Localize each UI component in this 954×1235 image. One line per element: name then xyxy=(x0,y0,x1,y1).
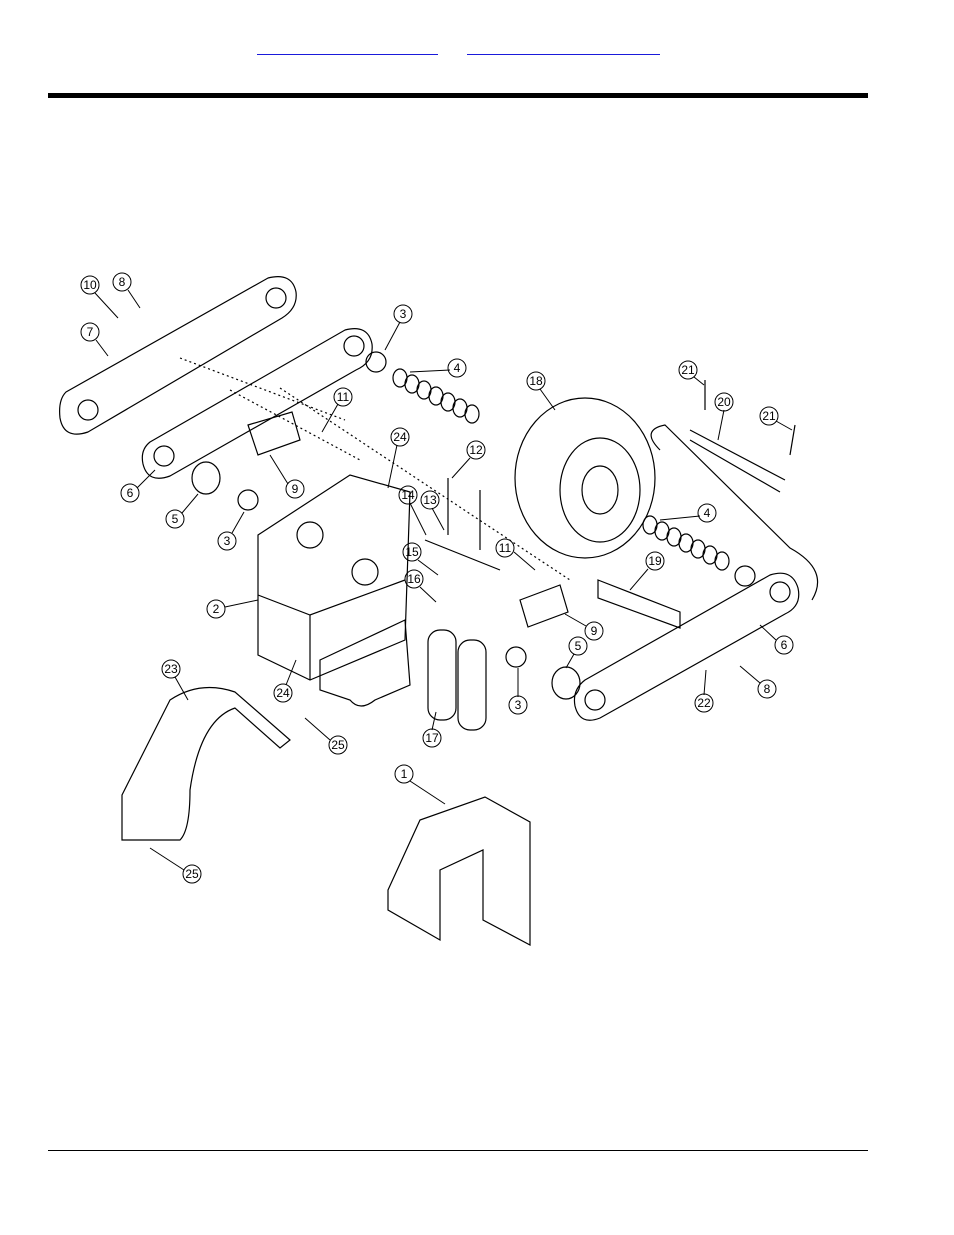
washer-stack-upper xyxy=(392,368,480,424)
callout-label: 2 xyxy=(213,602,220,616)
callout-c8b xyxy=(739,665,777,699)
callout-label: 10 xyxy=(83,278,97,292)
callout-label: 22 xyxy=(697,696,711,710)
arm-left-lower xyxy=(141,328,373,479)
callout-c21b xyxy=(759,406,793,431)
callout-label: 21 xyxy=(681,363,695,377)
callout-c5b xyxy=(565,636,588,669)
callout-label: 9 xyxy=(292,482,299,496)
header-link-1[interactable] xyxy=(257,44,438,55)
callout-label: 1 xyxy=(401,767,408,781)
callout-c22 xyxy=(694,669,714,713)
callout-c3c xyxy=(508,668,528,715)
fender xyxy=(121,686,291,841)
diagram-frame xyxy=(48,268,828,953)
callout-label: 3 xyxy=(400,307,407,321)
footer-rule xyxy=(48,1150,868,1151)
callout-label: 20 xyxy=(717,395,731,409)
callout-label: 6 xyxy=(127,486,134,500)
callout-c1 xyxy=(394,764,446,805)
header-rule xyxy=(48,93,868,98)
callout-label: 4 xyxy=(704,506,711,520)
callout-label: 11 xyxy=(499,541,512,555)
callout-label: 11 xyxy=(337,390,350,404)
callout-c3a xyxy=(384,304,413,351)
callout-c3b xyxy=(217,511,245,551)
callout-label: 17 xyxy=(425,731,439,745)
arm-left-upper xyxy=(59,276,297,435)
main-bracket xyxy=(257,474,411,681)
callout-c4b xyxy=(659,503,717,523)
callout-label: 23 xyxy=(164,662,178,676)
pivot-tube xyxy=(597,579,681,629)
callout-c15 xyxy=(402,542,439,576)
spring-left xyxy=(427,629,457,721)
callout-c11a xyxy=(321,387,353,433)
callout-c21a xyxy=(678,360,705,386)
callout-label: 24 xyxy=(393,430,407,444)
callout-label: 13 xyxy=(423,493,437,507)
callout-c6a xyxy=(120,469,156,503)
callout-label: 7 xyxy=(87,325,94,339)
callout-c18 xyxy=(526,371,556,411)
callout-label: 9 xyxy=(591,624,598,638)
callout-label: 8 xyxy=(764,682,771,696)
callout-c14 xyxy=(398,485,427,536)
header-link-2[interactable] xyxy=(467,44,660,55)
callout-c4a xyxy=(409,358,467,378)
callout-label: 15 xyxy=(405,545,419,559)
callout-c19 xyxy=(629,551,665,591)
wheel-tire xyxy=(514,397,656,559)
callout-c13 xyxy=(420,490,445,531)
washer-stack-lower xyxy=(642,515,730,571)
callout-c8a xyxy=(112,272,141,309)
callout-label: 5 xyxy=(575,639,582,653)
callout-c23 xyxy=(161,659,189,701)
callout-label: 5 xyxy=(172,512,179,526)
callout-c24a xyxy=(387,427,410,489)
callout-c25a xyxy=(304,717,348,755)
spring-right xyxy=(457,639,487,731)
callout-label: 8 xyxy=(119,275,126,289)
callout-c6b xyxy=(759,624,794,655)
callout-label: 25 xyxy=(331,738,345,752)
callout-c17 xyxy=(422,711,442,748)
callout-label: 14 xyxy=(401,488,415,502)
callout-label: 12 xyxy=(469,443,483,457)
callout-label: 21 xyxy=(762,409,776,423)
callout-c25b xyxy=(149,847,202,884)
callout-c9a xyxy=(269,454,305,499)
callout-label: 3 xyxy=(224,534,231,548)
callout-c5a xyxy=(165,493,199,529)
callout-c20 xyxy=(714,392,734,441)
arm-right xyxy=(573,572,800,721)
callout-label: 25 xyxy=(185,867,199,881)
callout-label: 19 xyxy=(648,554,662,568)
callout-c9b xyxy=(564,613,604,641)
callout-c7 xyxy=(80,322,109,357)
callout-c24b xyxy=(273,659,297,703)
callout-c11b xyxy=(495,538,536,571)
shield xyxy=(387,796,531,946)
callout-c2 xyxy=(206,599,259,619)
callout-label: 16 xyxy=(407,572,421,586)
callout-label: 24 xyxy=(276,686,290,700)
callout-label: 4 xyxy=(454,361,461,375)
callout-c16 xyxy=(404,569,437,603)
callout-label: 18 xyxy=(529,374,543,388)
callout-label: 3 xyxy=(515,698,522,712)
callout-label: 6 xyxy=(781,638,788,652)
callout-c10 xyxy=(80,275,119,319)
axle xyxy=(689,429,786,493)
callout-c12 xyxy=(451,440,486,479)
